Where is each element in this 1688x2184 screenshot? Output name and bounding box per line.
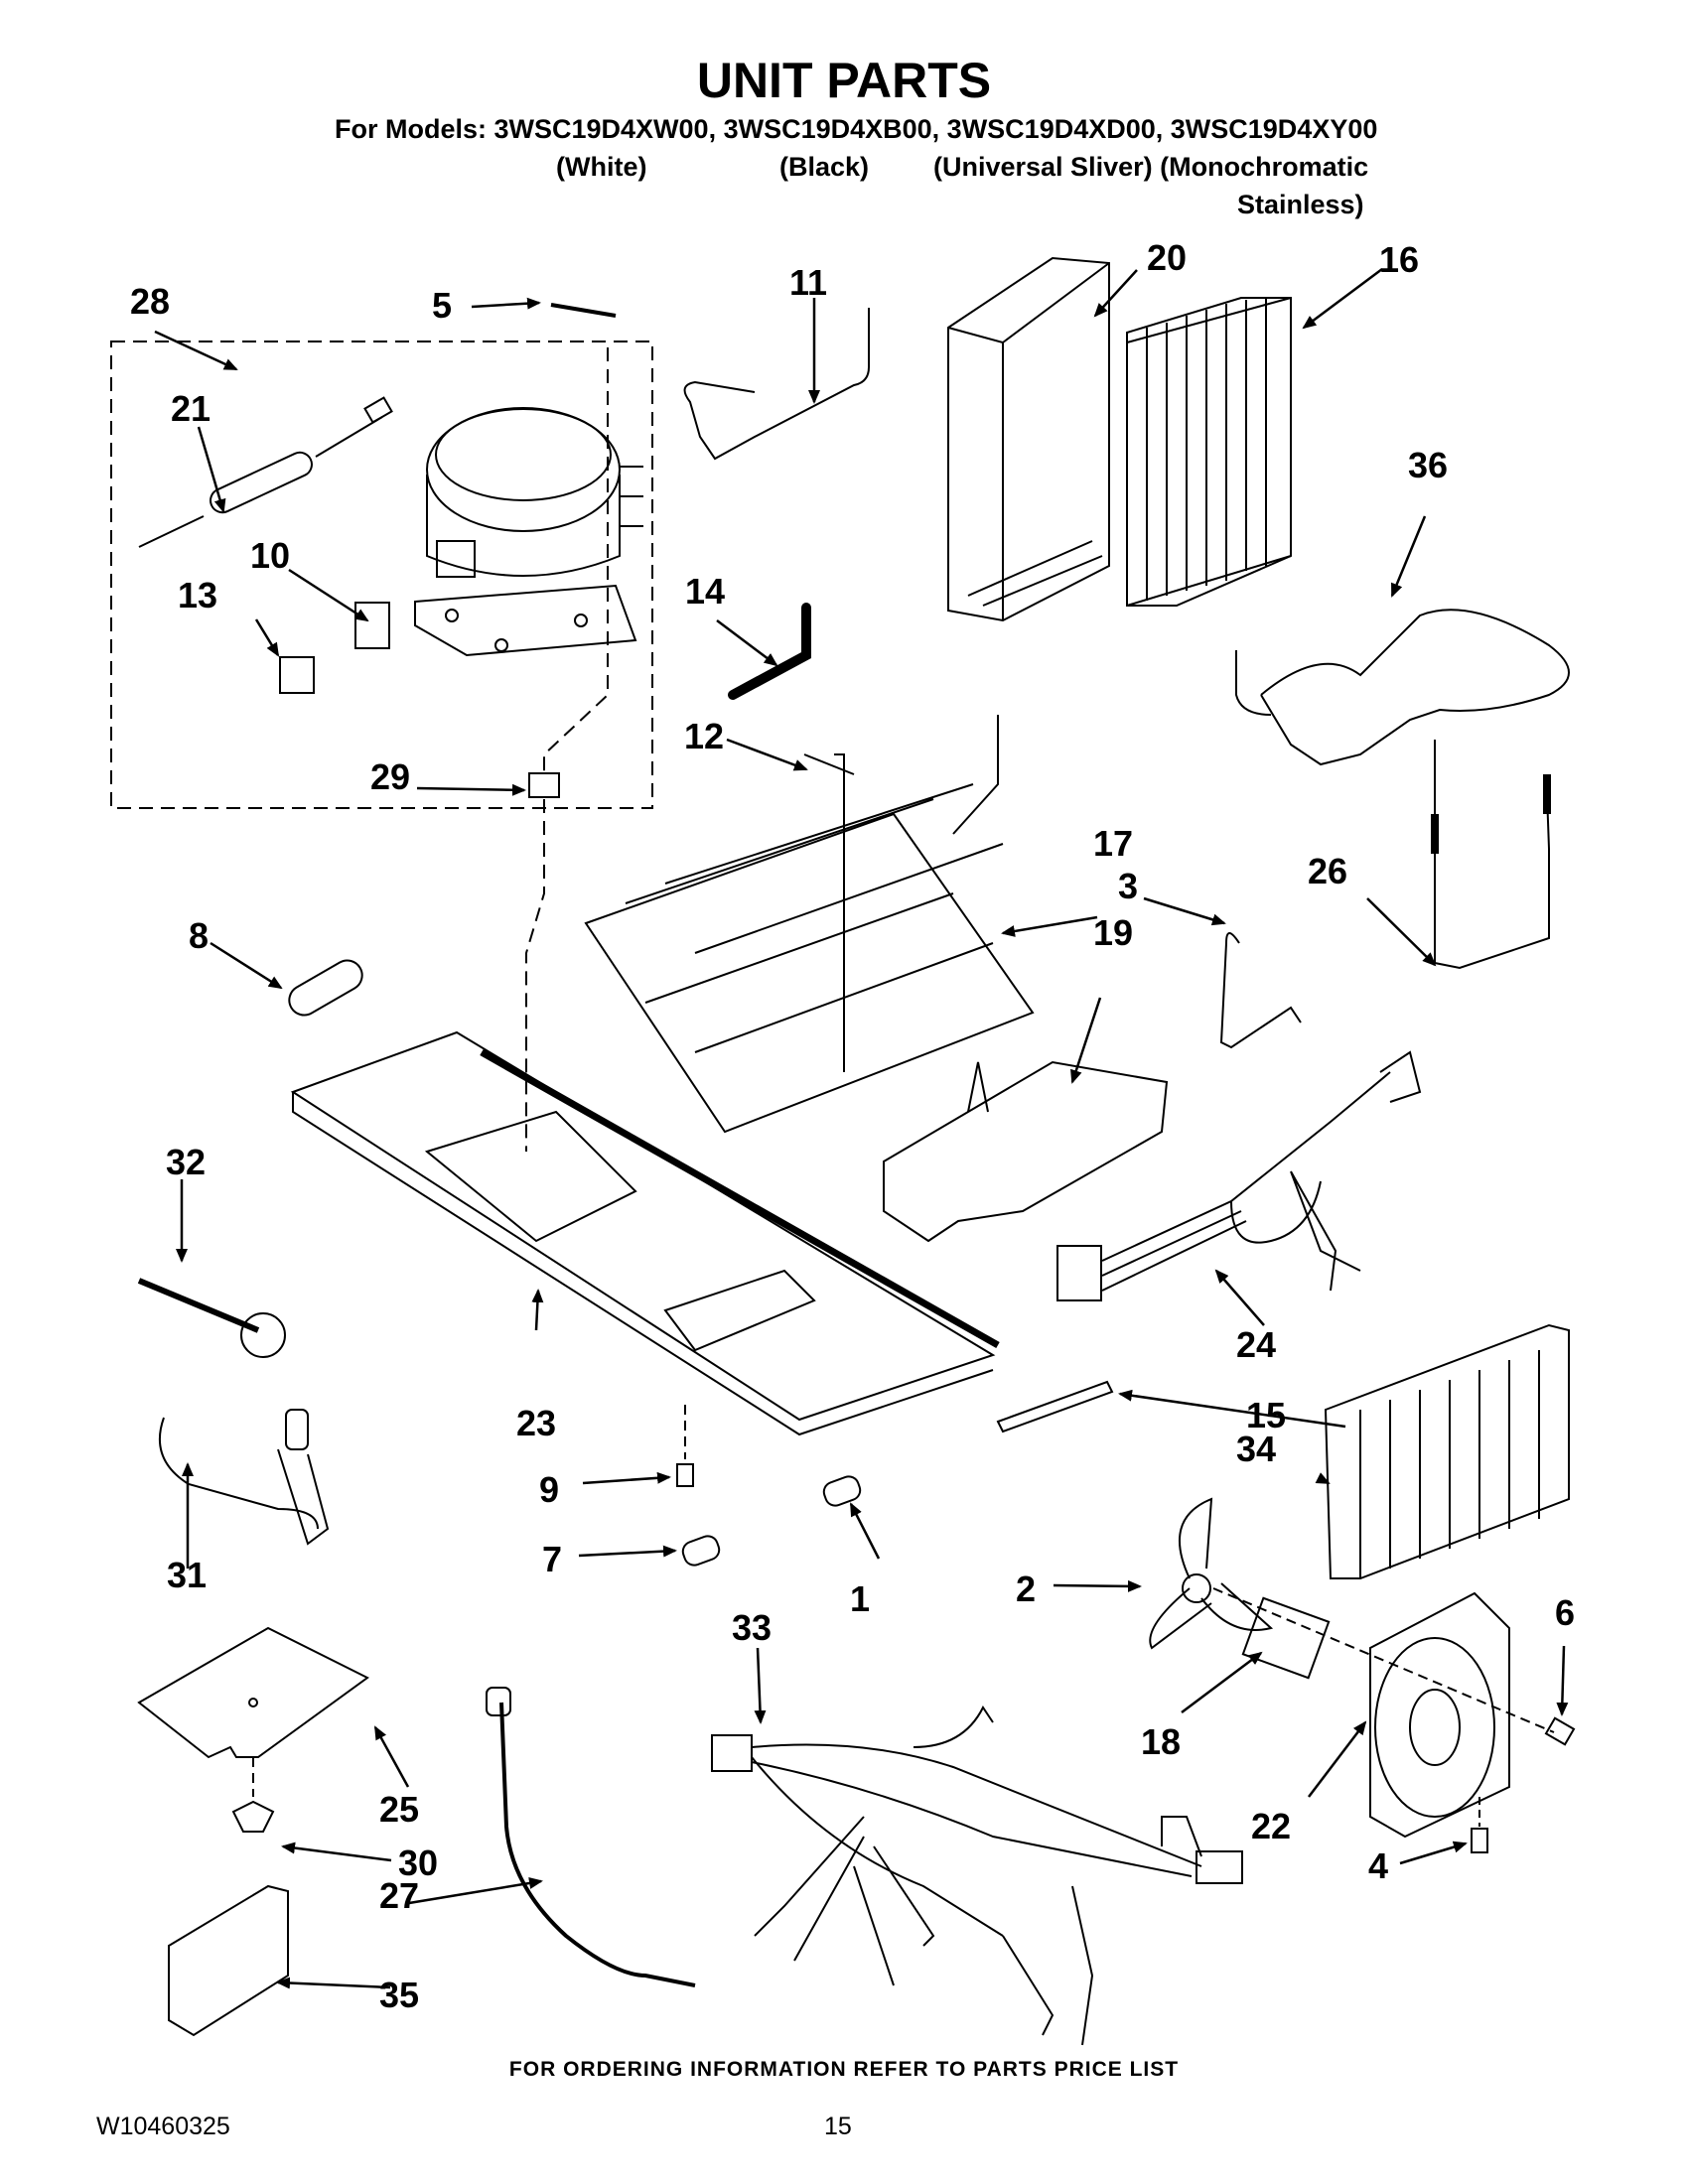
document-number: W10460325 bbox=[96, 2113, 230, 2140]
sensor-32-drawing bbox=[137, 1278, 260, 1333]
callout-8: 8 bbox=[189, 915, 209, 956]
evaporator-cover-drawing bbox=[947, 256, 1110, 622]
callout-20: 20 bbox=[1147, 237, 1187, 278]
clip-drawing bbox=[550, 303, 617, 318]
callout-15: 15 bbox=[1246, 1395, 1286, 1435]
callout-26: 26 bbox=[1308, 851, 1347, 891]
ordering-note: FOR ORDERING INFORMATION REFER TO PARTS … bbox=[508, 2058, 1180, 2081]
grommet-drawing bbox=[528, 772, 560, 798]
cable-tie-drawing bbox=[996, 1380, 1114, 1433]
page-number: 15 bbox=[824, 2113, 852, 2140]
screw-4-drawing bbox=[1471, 1828, 1488, 1853]
callout-3: 3 bbox=[1118, 866, 1138, 906]
callout-27: 27 bbox=[379, 1875, 419, 1916]
callout-10: 10 bbox=[250, 535, 290, 576]
base-plate-drawing bbox=[290, 1030, 1000, 1436]
condenser-drawing bbox=[1324, 1323, 1570, 1579]
callout-16: 16 bbox=[1379, 239, 1419, 280]
screw-6-drawing bbox=[1544, 1716, 1576, 1746]
page-title: UNIT PARTS bbox=[696, 53, 992, 108]
defrost-heater-drawing bbox=[1235, 609, 1570, 766]
variant-black: (Black) bbox=[779, 152, 870, 182]
variant-white: (White) bbox=[556, 152, 647, 182]
callout-7: 7 bbox=[542, 1539, 562, 1579]
cover-25-drawing bbox=[137, 1626, 369, 1759]
callout-24: 24 bbox=[1236, 1324, 1276, 1365]
callout-28: 28 bbox=[130, 281, 170, 322]
screw-9-drawing bbox=[676, 1463, 694, 1487]
tube-11-drawing bbox=[683, 308, 870, 461]
callout-19: 19 bbox=[1093, 912, 1133, 953]
cap-8-drawing bbox=[288, 959, 363, 1017]
drain-pan-drawing bbox=[883, 1060, 1169, 1243]
fan-blade-drawing bbox=[1149, 1497, 1274, 1650]
compressor-drawing bbox=[414, 407, 643, 657]
variant-stainless: Stainless) bbox=[1237, 190, 1364, 219]
models-line: For Models: 3WSC19D4XW00, 3WSC19D4XB00, … bbox=[335, 114, 1378, 144]
callout-2: 2 bbox=[1016, 1569, 1036, 1609]
callout-35: 35 bbox=[379, 1975, 419, 2015]
callout-6: 6 bbox=[1555, 1592, 1575, 1633]
tube-17-drawing bbox=[1219, 932, 1302, 1049]
callout-14: 14 bbox=[685, 571, 725, 612]
callout-5: 5 bbox=[432, 285, 452, 326]
variant-silver: (Universal Sliver) (Monochromatic bbox=[933, 152, 1369, 182]
tube-27-drawing bbox=[499, 1702, 696, 1987]
evaporator-drawing bbox=[1126, 297, 1292, 607]
callout-12: 12 bbox=[684, 716, 724, 756]
drier-drawing bbox=[138, 396, 393, 548]
callout-4: 4 bbox=[1368, 1845, 1388, 1886]
wire-harness-24-drawing bbox=[1056, 1050, 1422, 1301]
defrost-heater-3-drawing bbox=[584, 715, 1035, 1134]
bracket-31-drawing bbox=[158, 1417, 319, 1530]
callout-arrows bbox=[154, 267, 1569, 1989]
callout-1: 1 bbox=[850, 1578, 870, 1619]
callout-21: 21 bbox=[171, 388, 211, 429]
tube-26-drawing bbox=[1434, 740, 1550, 970]
callout-30: 30 bbox=[398, 1843, 438, 1883]
callout-34: 34 bbox=[1236, 1429, 1276, 1469]
callout-23: 23 bbox=[516, 1403, 556, 1443]
relay-drawing bbox=[354, 602, 390, 649]
callout-32: 32 bbox=[166, 1142, 206, 1182]
callout-9: 9 bbox=[539, 1469, 559, 1510]
control-box-drawing bbox=[168, 1884, 289, 2037]
callout-labels: 1 2 3 4 5 6 7 8 9 10 11 12 13 14 15 16 1… bbox=[130, 237, 1575, 2015]
clip-30-drawing bbox=[231, 1800, 275, 1833]
overload-drawing bbox=[279, 656, 315, 694]
callout-36: 36 bbox=[1408, 445, 1448, 485]
bushing-7-drawing bbox=[681, 1535, 721, 1567]
callout-25: 25 bbox=[379, 1789, 419, 1830]
bushing-1-drawing bbox=[822, 1475, 862, 1507]
callout-29: 29 bbox=[370, 756, 410, 797]
callout-22: 22 bbox=[1251, 1806, 1291, 1846]
fan-shroud-drawing bbox=[1369, 1591, 1510, 1839]
callout-11: 11 bbox=[789, 262, 827, 303]
callout-18: 18 bbox=[1141, 1721, 1181, 1762]
callout-31: 31 bbox=[167, 1555, 207, 1595]
callout-13: 13 bbox=[178, 575, 217, 615]
fan-motor-drawing bbox=[1241, 1596, 1331, 1680]
tube-14-drawing bbox=[728, 603, 811, 700]
callout-33: 33 bbox=[732, 1607, 772, 1648]
callout-17: 17 bbox=[1093, 823, 1133, 864]
wire-harness-33-drawing bbox=[711, 1706, 1243, 2046]
compressor-assembly-outline bbox=[110, 341, 653, 809]
